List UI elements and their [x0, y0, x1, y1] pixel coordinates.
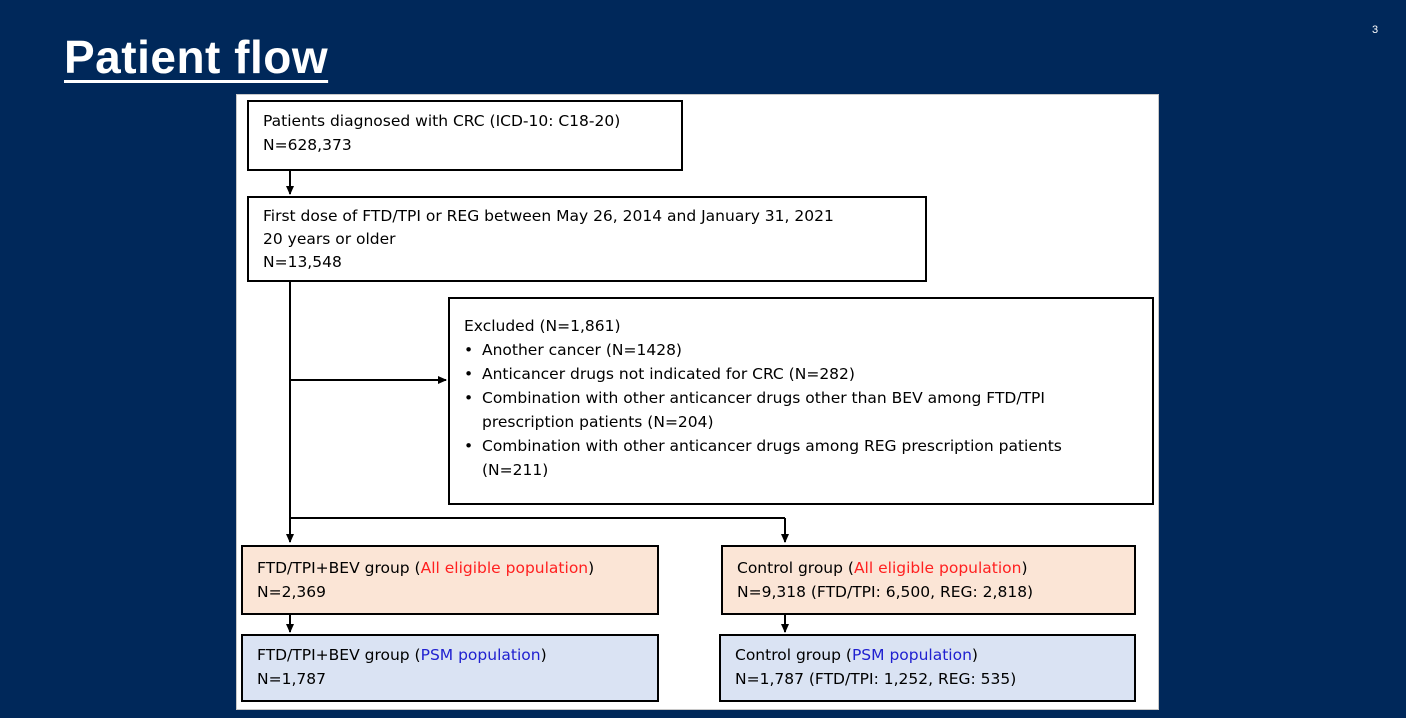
box-crc-patients-line1: Patients diagnosed with CRC (ICD-10: C18…: [263, 112, 621, 130]
flow-diagram-panel: Patients diagnosed with CRC (ICD-10: C18…: [236, 94, 1159, 710]
ftd-psm-label: FTD/TPI+BEV group (: [257, 646, 421, 664]
box-first-dose-line1: First dose of FTD/TPI or REG between May…: [263, 207, 834, 225]
control-all-close: ): [1021, 559, 1028, 577]
ftd-all-population: All eligible population: [420, 559, 589, 577]
excluded-item-combo-reg-cont: (N=211): [482, 461, 549, 479]
control-all-label-line: Control group (All eligible population): [737, 556, 1120, 580]
control-psm-population: PSM population: [851, 646, 972, 664]
ftd-all-label: FTD/TPI+BEV group (: [257, 559, 421, 577]
page-number: 3: [1372, 24, 1379, 36]
excluded-item-combo-bev: Combination with other anticancer drugs …: [464, 386, 1138, 410]
excluded-item-another-cancer: Another cancer (N=1428): [464, 338, 1138, 362]
ftd-all-label-line: FTD/TPI+BEV group (All eligible populati…: [257, 556, 643, 580]
control-psm-label: Control group (: [735, 646, 852, 664]
control-psm-label-line: Control group (PSM population): [735, 643, 1120, 667]
ftd-psm-population: PSM population: [420, 646, 541, 664]
box-control-all-eligible: Control group (All eligible population) …: [721, 545, 1136, 615]
ftd-psm-close: ): [540, 646, 547, 664]
control-all-label: Control group (: [737, 559, 854, 577]
excluded-list: Another cancer (N=1428) Anticancer drugs…: [464, 338, 1138, 482]
excluded-heading: Excluded (N=1,861): [464, 317, 621, 335]
control-psm-n: N=1,787 (FTD/TPI: 1,252, REG: 535): [735, 670, 1017, 688]
box-ftd-psm: FTD/TPI+BEV group (PSM population) N=1,7…: [241, 634, 659, 702]
flow-connectors: [286, 171, 789, 633]
ftd-psm-label-line: FTD/TPI+BEV group (PSM population): [257, 643, 643, 667]
box-control-psm: Control group (PSM population) N=1,787 (…: [719, 634, 1136, 702]
box-crc-patients: Patients diagnosed with CRC (ICD-10: C18…: [247, 100, 683, 171]
excluded-item-combo-bev-cont: prescription patients (N=204): [482, 413, 714, 431]
ftd-psm-n: N=1,787: [257, 670, 326, 688]
control-all-population: All eligible population: [853, 559, 1022, 577]
box-first-dose-line2: 20 years or older: [263, 230, 396, 248]
ftd-all-n: N=2,369: [257, 583, 326, 601]
box-crc-patients-n: N=628,373: [263, 136, 352, 154]
box-ftd-all-eligible: FTD/TPI+BEV group (All eligible populati…: [241, 545, 659, 615]
box-excluded: Excluded (N=1,861) Another cancer (N=142…: [448, 297, 1154, 505]
ftd-all-close: ): [588, 559, 595, 577]
excluded-item-combo-reg: Combination with other anticancer drugs …: [464, 434, 1138, 458]
box-first-dose-n: N=13,548: [263, 253, 342, 271]
control-psm-close: ): [971, 646, 978, 664]
box-first-dose: First dose of FTD/TPI or REG between May…: [247, 196, 927, 282]
excluded-item-not-indicated: Anticancer drugs not indicated for CRC (…: [464, 362, 1138, 386]
control-all-n: N=9,318 (FTD/TPI: 6,500, REG: 2,818): [737, 583, 1034, 601]
slide-title: Patient flow: [64, 31, 329, 83]
